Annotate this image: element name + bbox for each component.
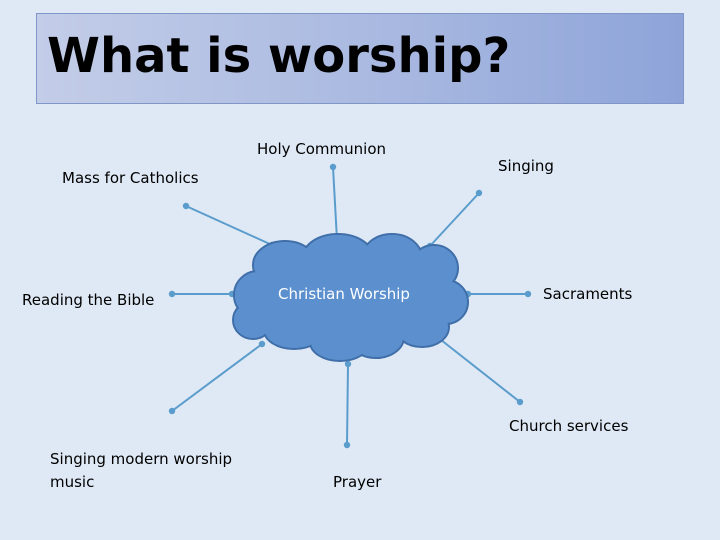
connector-church-services [432, 332, 524, 406]
node-sacraments: Sacraments [543, 285, 633, 303]
node-singing-modern-worship-music: Singing modern worship music [50, 450, 233, 491]
node-prayer: Prayer [333, 473, 382, 491]
slide-title: What is worship? [47, 28, 511, 84]
connector-holy-communion [329, 163, 341, 244]
node-singing: Singing [498, 157, 554, 175]
node-church-services: Church services [509, 417, 629, 435]
node-mass-for-catholics: Mass for Catholics [62, 169, 199, 187]
cloud-body [234, 235, 467, 360]
title-banner: What is worship? [36, 13, 684, 104]
connector-prayer [343, 360, 352, 449]
node-reading-the-bible: Reading the Bible [22, 291, 155, 309]
connectors [168, 163, 532, 449]
connector-singing [426, 189, 483, 250]
connector-modern-music [168, 340, 266, 415]
connector-mass [182, 202, 276, 249]
center-label: Christian Worship [278, 285, 410, 303]
node-holy-communion: Holy Communion [257, 140, 387, 158]
